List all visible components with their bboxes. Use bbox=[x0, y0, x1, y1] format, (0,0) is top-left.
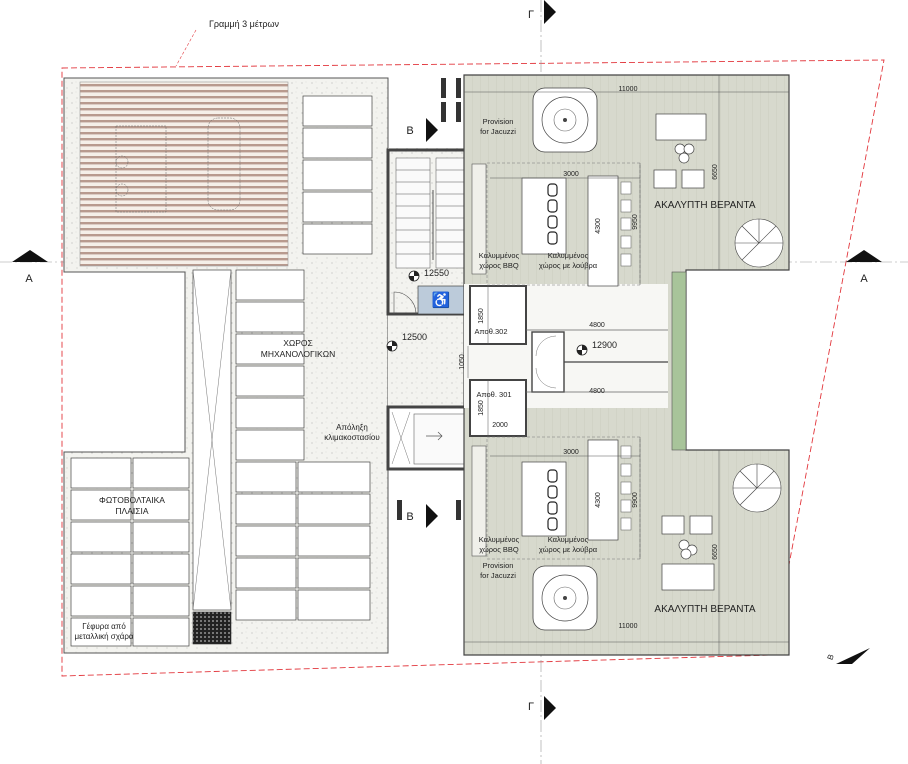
roof-machinery-label-1: ΧΩΡΟΣ bbox=[283, 338, 313, 348]
dim-table-top: 4300 bbox=[595, 218, 602, 234]
louvre-top-label-2: χώρος με λούβρα bbox=[539, 261, 598, 270]
dim-table-bottom: 4300 bbox=[595, 492, 602, 508]
section-arrow-a-left bbox=[12, 250, 48, 262]
roof-machinery-label-2: ΜΗΧΑΝΟΛΟΓΙΚΩΝ bbox=[261, 349, 335, 359]
louvre-area-top bbox=[486, 162, 641, 286]
bbq-counter-top bbox=[471, 163, 487, 275]
b-pier-marks bbox=[397, 78, 461, 520]
lounge-bottom bbox=[521, 461, 567, 537]
solar-panels-label-2: ΠΛΑΙΣΙΑ bbox=[115, 506, 148, 516]
spiral-stair-bottom bbox=[732, 463, 782, 513]
dim-depth-top: 9950 bbox=[632, 214, 639, 230]
dim-lines bbox=[464, 75, 789, 655]
lounge-top bbox=[521, 177, 567, 255]
section-arrow-b-top bbox=[426, 118, 438, 142]
bbq-top-label-1: Καλυμμένος bbox=[479, 251, 520, 260]
furniture-outline bbox=[115, 117, 241, 213]
section-arrow-g-top bbox=[544, 0, 556, 24]
level-marker-roof bbox=[386, 340, 398, 352]
accessible-lift bbox=[417, 285, 465, 315]
section-arrow-g-bottom bbox=[544, 696, 556, 720]
bbq-top-label-2: χώρος BBQ bbox=[479, 261, 519, 270]
jacuzzi-bottom-label-2: for Jacuzzi bbox=[480, 571, 516, 580]
section-b-bottom: Β bbox=[406, 511, 413, 523]
jacuzzi-bottom-label-1: Provision bbox=[483, 561, 514, 570]
stair-landing-label-2: κλιμακοστασίου bbox=[324, 433, 380, 442]
dim-corr-h: 1050 bbox=[459, 354, 466, 370]
jacuzzi-bottom bbox=[532, 565, 598, 631]
accessible-icon: ♿ bbox=[432, 291, 451, 309]
sofa-set-top bbox=[653, 113, 707, 189]
louvre-top-label-1: Καλυμμένος bbox=[548, 251, 589, 260]
dim-store-301: 1850 bbox=[478, 400, 485, 416]
dim-mid-lower: 4800 bbox=[589, 388, 605, 395]
dim-top-width: 11000 bbox=[619, 86, 638, 93]
dim-mid-upper: 4800 bbox=[589, 322, 605, 329]
bbq-bottom-label-1: Καλυμμένος bbox=[479, 535, 520, 544]
machinery-units-bottom bbox=[235, 461, 371, 621]
machinery-units-top bbox=[302, 95, 373, 255]
bbq-bottom-label-2: χώρος BBQ bbox=[479, 545, 519, 554]
section-arrow-b-bottom bbox=[426, 504, 438, 528]
stair-door bbox=[393, 291, 417, 315]
planter bbox=[671, 271, 687, 451]
louvre-bottom-label-1: Καλυμμένος bbox=[548, 535, 589, 544]
solar-panels bbox=[70, 457, 190, 647]
bbq-counter-bottom bbox=[471, 445, 487, 557]
spiral-stair-top bbox=[734, 218, 784, 268]
louvre-area-bottom bbox=[486, 436, 641, 560]
veranda-top-label: ΑΚΑΛΥΠΤΗ ΒΕΡΑΝΤΑ bbox=[654, 200, 755, 211]
level-roof: 12500 bbox=[402, 332, 427, 342]
bridge-label-1: Γέφυρα από bbox=[82, 622, 126, 631]
stairs bbox=[395, 157, 465, 269]
section-g-top: Γ bbox=[528, 9, 534, 21]
section-g-bottom: Γ bbox=[528, 701, 534, 713]
jacuzzi-top bbox=[532, 87, 598, 153]
storage-301-label: Αποθ. 301 bbox=[476, 390, 511, 399]
jacuzzi-top-label-1: Provision bbox=[483, 117, 514, 126]
chairs-top bbox=[620, 181, 632, 267]
bridge-label-2: μεταλλική σχάρα bbox=[74, 632, 133, 641]
level-marker-veranda bbox=[576, 344, 588, 356]
solar-panels-label-1: ΦΩΤΟΒΟΛΤΑΙΚΑ bbox=[99, 495, 165, 505]
section-b-top: Β bbox=[406, 125, 413, 137]
machinery-units-mid bbox=[235, 269, 305, 461]
dim-depth-bottom: 9900 bbox=[632, 492, 639, 508]
dim-store-302: 1850 bbox=[478, 308, 485, 324]
storage-302 bbox=[469, 285, 527, 345]
corridor-doors bbox=[531, 331, 565, 393]
setback-leader bbox=[175, 29, 197, 67]
dining-table-bottom bbox=[587, 439, 619, 541]
section-arrow-a-right bbox=[846, 250, 882, 262]
section-a-left: Α bbox=[25, 273, 33, 285]
dim-bottom-height: 6650 bbox=[712, 544, 719, 560]
stools-top bbox=[547, 183, 558, 245]
dim-pergola-bottom: 3000 bbox=[563, 449, 579, 456]
stair-landing-label-1: Απόληξη bbox=[336, 423, 368, 432]
sofa-set-bottom bbox=[661, 515, 715, 591]
level-stair: 12550 bbox=[424, 268, 449, 278]
stools-bottom bbox=[547, 469, 558, 531]
level-marker-stair bbox=[408, 270, 420, 282]
pergola-slats bbox=[79, 81, 289, 267]
storage-302-label: Αποθ.302 bbox=[474, 327, 507, 336]
dining-table-top bbox=[587, 175, 619, 287]
chairs-bottom bbox=[620, 445, 632, 531]
dim-corr-w: 2000 bbox=[492, 422, 508, 429]
veranda-bottom-label: ΑΚΑΛΥΠΤΗ ΒΕΡΑΝΤΑ bbox=[654, 604, 755, 615]
bridge-grate bbox=[192, 611, 232, 645]
level-veranda: 12900 bbox=[592, 340, 617, 350]
dim-bottom-width: 11000 bbox=[619, 623, 638, 630]
north-arrow-icon bbox=[836, 648, 870, 664]
lift-cross bbox=[391, 411, 411, 465]
dim-pergola-top: 3000 bbox=[563, 171, 579, 178]
north-label: Β bbox=[826, 653, 836, 661]
jacuzzi-top-label-2: for Jacuzzi bbox=[480, 127, 516, 136]
setback-label: Γραμμή 3 μέτρων bbox=[209, 19, 280, 29]
storage-301 bbox=[469, 379, 527, 437]
dim-top-height: 6650 bbox=[712, 164, 719, 180]
louvre-bottom-label-2: χώρος με λούβρα bbox=[539, 545, 598, 554]
section-a-right: Α bbox=[860, 273, 868, 285]
